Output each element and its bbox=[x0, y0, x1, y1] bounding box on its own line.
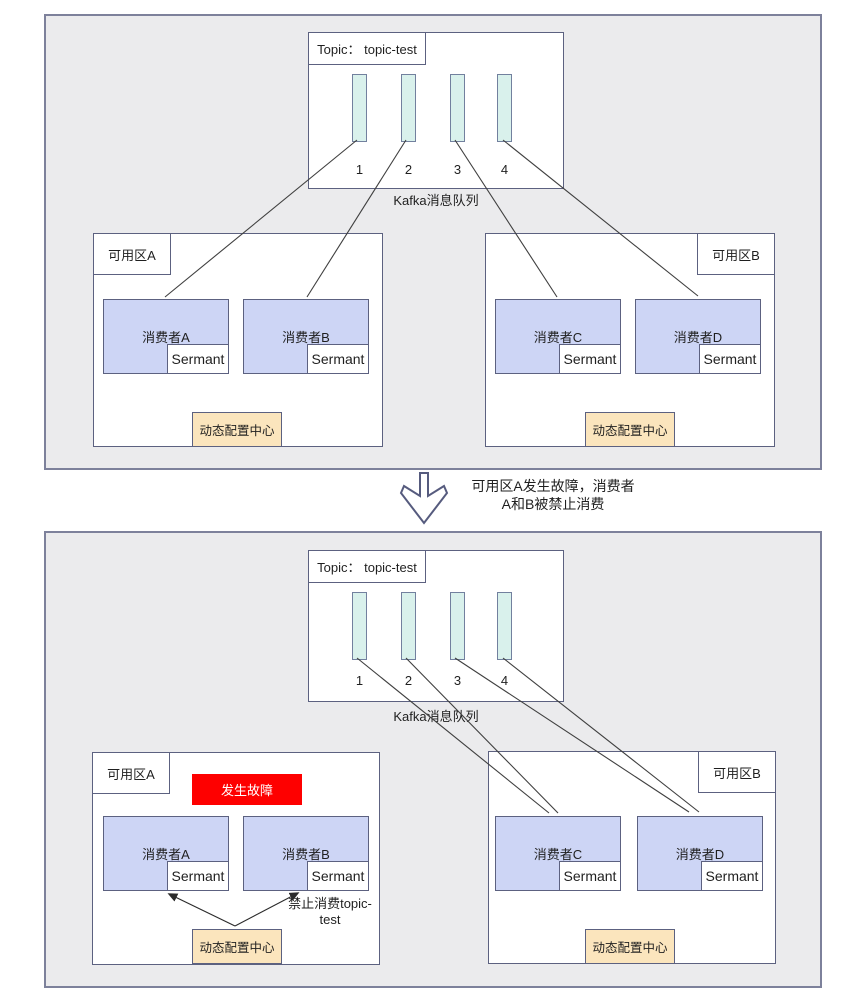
zone-b-label: 可用区B bbox=[712, 247, 760, 263]
consumer-d-label: 消费者D bbox=[675, 847, 725, 862]
sermant-agent-box: Sermant bbox=[307, 344, 369, 374]
topic-label: Topic： topic-test bbox=[317, 42, 417, 57]
partition-bar-2 bbox=[401, 592, 416, 660]
consumer-a-box: 消费者A Sermant bbox=[103, 299, 229, 374]
consumer-c-box: 消费者C Sermant bbox=[495, 816, 621, 891]
zone-a-label: 可用区A bbox=[108, 247, 156, 263]
partition-bar-4 bbox=[497, 592, 512, 660]
transition-note-line-2: A和B被禁止消费 bbox=[501, 496, 605, 513]
zone-a-label-box: 可用区A bbox=[93, 233, 171, 275]
config-center-b-label: 动态配置中心 bbox=[592, 424, 668, 438]
ban-note-line-2: test bbox=[319, 912, 341, 928]
config-center-b-label: 动态配置中心 bbox=[592, 941, 668, 955]
kafka-queue-label: Kafka消息队列 bbox=[393, 193, 479, 208]
partition-bar-1 bbox=[352, 74, 367, 142]
transition-note-line-1: 可用区A发生故障，消费者 bbox=[471, 478, 635, 494]
sermant-label: Sermant bbox=[563, 868, 617, 884]
zone-b-label-box: 可用区B bbox=[698, 751, 776, 793]
topic-label-box: Topic： topic-test bbox=[308, 32, 426, 65]
sermant-agent-box: Sermant bbox=[167, 344, 229, 374]
sermant-agent-box: Sermant bbox=[559, 344, 621, 374]
partition-number-3: 3 bbox=[453, 162, 462, 177]
partition-number-1: 1 bbox=[355, 162, 364, 177]
partition-bar-2 bbox=[401, 74, 416, 142]
config-center-b-box: 动态配置中心 bbox=[585, 929, 675, 964]
transition-down-arrow-icon bbox=[399, 472, 449, 525]
partition-number-1: 1 bbox=[355, 673, 364, 688]
config-center-a-box: 动态配置中心 bbox=[192, 929, 282, 964]
failure-banner: 发生故障 bbox=[192, 774, 302, 805]
partition-number-2: 2 bbox=[404, 673, 413, 688]
sermant-agent-box: Sermant bbox=[167, 861, 229, 891]
sermant-agent-box: Sermant bbox=[307, 861, 369, 891]
consumer-a-box: 消费者A Sermant bbox=[103, 816, 229, 891]
top-diagram-container: Topic： topic-test 1 2 3 4 Kafka消息队列 可用区A… bbox=[44, 14, 822, 470]
sermant-label: Sermant bbox=[171, 351, 225, 367]
consumer-b-label: 消费者B bbox=[282, 330, 330, 345]
consumer-c-label: 消费者C bbox=[533, 847, 583, 862]
topic-label-box: Topic： topic-test bbox=[308, 550, 426, 583]
partition-number-4: 4 bbox=[500, 162, 509, 177]
partition-bar-4 bbox=[497, 74, 512, 142]
consumer-d-box: 消费者D Sermant bbox=[637, 816, 763, 891]
config-center-b-box: 动态配置中心 bbox=[585, 412, 675, 447]
zone-a-label-box: 可用区A bbox=[92, 752, 170, 794]
consumer-c-box: 消费者C Sermant bbox=[495, 299, 621, 374]
consumer-c-label: 消费者C bbox=[533, 330, 583, 345]
config-center-a-label: 动态配置中心 bbox=[199, 424, 275, 438]
failure-label: 发生故障 bbox=[220, 783, 273, 798]
consumer-a-label: 消费者A bbox=[142, 847, 190, 862]
partition-number-2: 2 bbox=[404, 162, 413, 177]
sermant-label: Sermant bbox=[705, 868, 759, 884]
partition-bar-3 bbox=[450, 592, 465, 660]
sermant-label: Sermant bbox=[703, 351, 757, 367]
transition-note: 可用区A发生故障，消费者 A和B被禁止消费 bbox=[448, 477, 658, 513]
zone-b-label-box: 可用区B bbox=[697, 233, 775, 275]
ban-note: 禁止消费topic- test bbox=[275, 896, 385, 929]
sermant-label: Sermant bbox=[311, 351, 365, 367]
config-center-a-label: 动态配置中心 bbox=[199, 941, 275, 955]
zone-b-label: 可用区B bbox=[713, 765, 761, 781]
sermant-agent-box: Sermant bbox=[559, 861, 621, 891]
sermant-label: Sermant bbox=[563, 351, 617, 367]
sermant-label: Sermant bbox=[171, 868, 225, 884]
partition-number-3: 3 bbox=[453, 673, 462, 688]
consumer-d-box: 消费者D Sermant bbox=[635, 299, 761, 374]
consumer-b-label: 消费者B bbox=[282, 847, 330, 862]
kafka-queue-label: Kafka消息队列 bbox=[393, 709, 479, 724]
consumer-d-label: 消费者D bbox=[673, 330, 723, 345]
ban-note-line-1: 禁止消费topic- bbox=[288, 896, 372, 911]
zone-a-label: 可用区A bbox=[107, 766, 155, 782]
sermant-agent-box: Sermant bbox=[701, 861, 763, 891]
bottom-diagram-container: Topic： topic-test 1 2 3 4 Kafka消息队列 可用区A… bbox=[44, 531, 822, 988]
sermant-label: Sermant bbox=[311, 868, 365, 884]
consumer-b-box: 消费者B Sermant bbox=[243, 299, 369, 374]
consumer-b-box: 消费者B Sermant bbox=[243, 816, 369, 891]
sermant-agent-box: Sermant bbox=[699, 344, 761, 374]
partition-number-4: 4 bbox=[500, 673, 509, 688]
partition-bar-1 bbox=[352, 592, 367, 660]
consumer-a-label: 消费者A bbox=[142, 330, 190, 345]
config-center-a-box: 动态配置中心 bbox=[192, 412, 282, 447]
partition-bar-3 bbox=[450, 74, 465, 142]
topic-label: Topic： topic-test bbox=[317, 560, 417, 575]
